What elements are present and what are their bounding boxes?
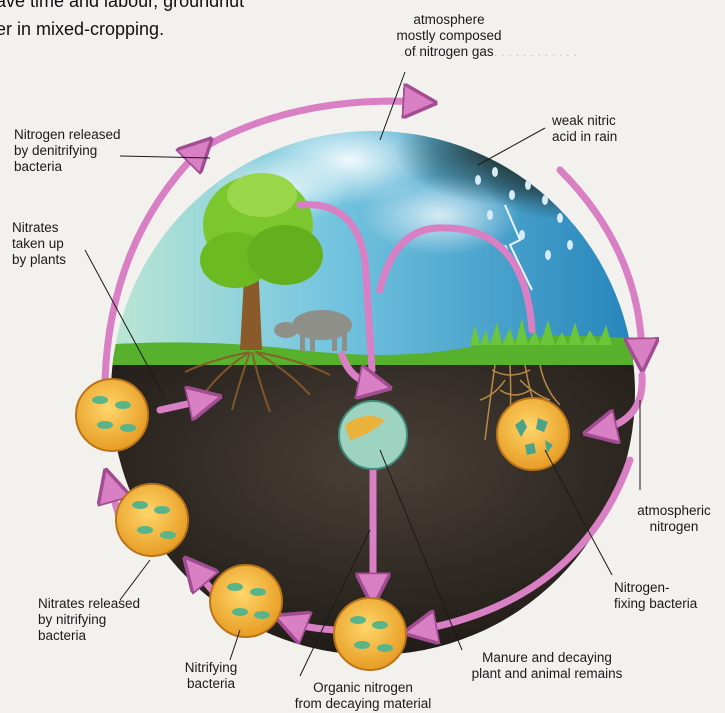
scene: [100, 95, 660, 665]
bacteria-disc-nitrifying: [210, 565, 282, 637]
bacteria-disc-organic: [334, 598, 406, 670]
label-atmospheric-nitrogen: atmospheric nitrogen: [628, 503, 720, 535]
label-atmosphere: atmosphere mostly composed of nitrogen g…: [392, 12, 506, 60]
bacteria-disc-nitrates-uptake: [76, 379, 148, 451]
bacteria-disc-nitrates-released: [116, 484, 188, 556]
label-weak-nitric-acid: weak nitric acid in rain: [552, 113, 617, 145]
bacteria-disc-nitrogen-fixing: [497, 398, 569, 470]
label-nitrogen-fixing-bacteria: Nitrogen- fixing bacteria: [614, 580, 697, 612]
label-nitrifying-bacteria: Nitrifying bacteria: [174, 660, 248, 692]
decaying-matter-disc: [339, 401, 407, 469]
label-organic-nitrogen: Organic nitrogen from decaying material: [280, 680, 446, 712]
label-nitrates-released: Nitrates released by nitrifying bacteria: [38, 596, 140, 644]
label-nitrogen-released-denitrifying: Nitrogen released by denitrifying bacter…: [14, 127, 121, 175]
label-nitrates-taken-up: Nitrates taken up by plants: [12, 220, 66, 268]
label-manure-decaying: Manure and decaying plant and animal rem…: [452, 650, 642, 682]
